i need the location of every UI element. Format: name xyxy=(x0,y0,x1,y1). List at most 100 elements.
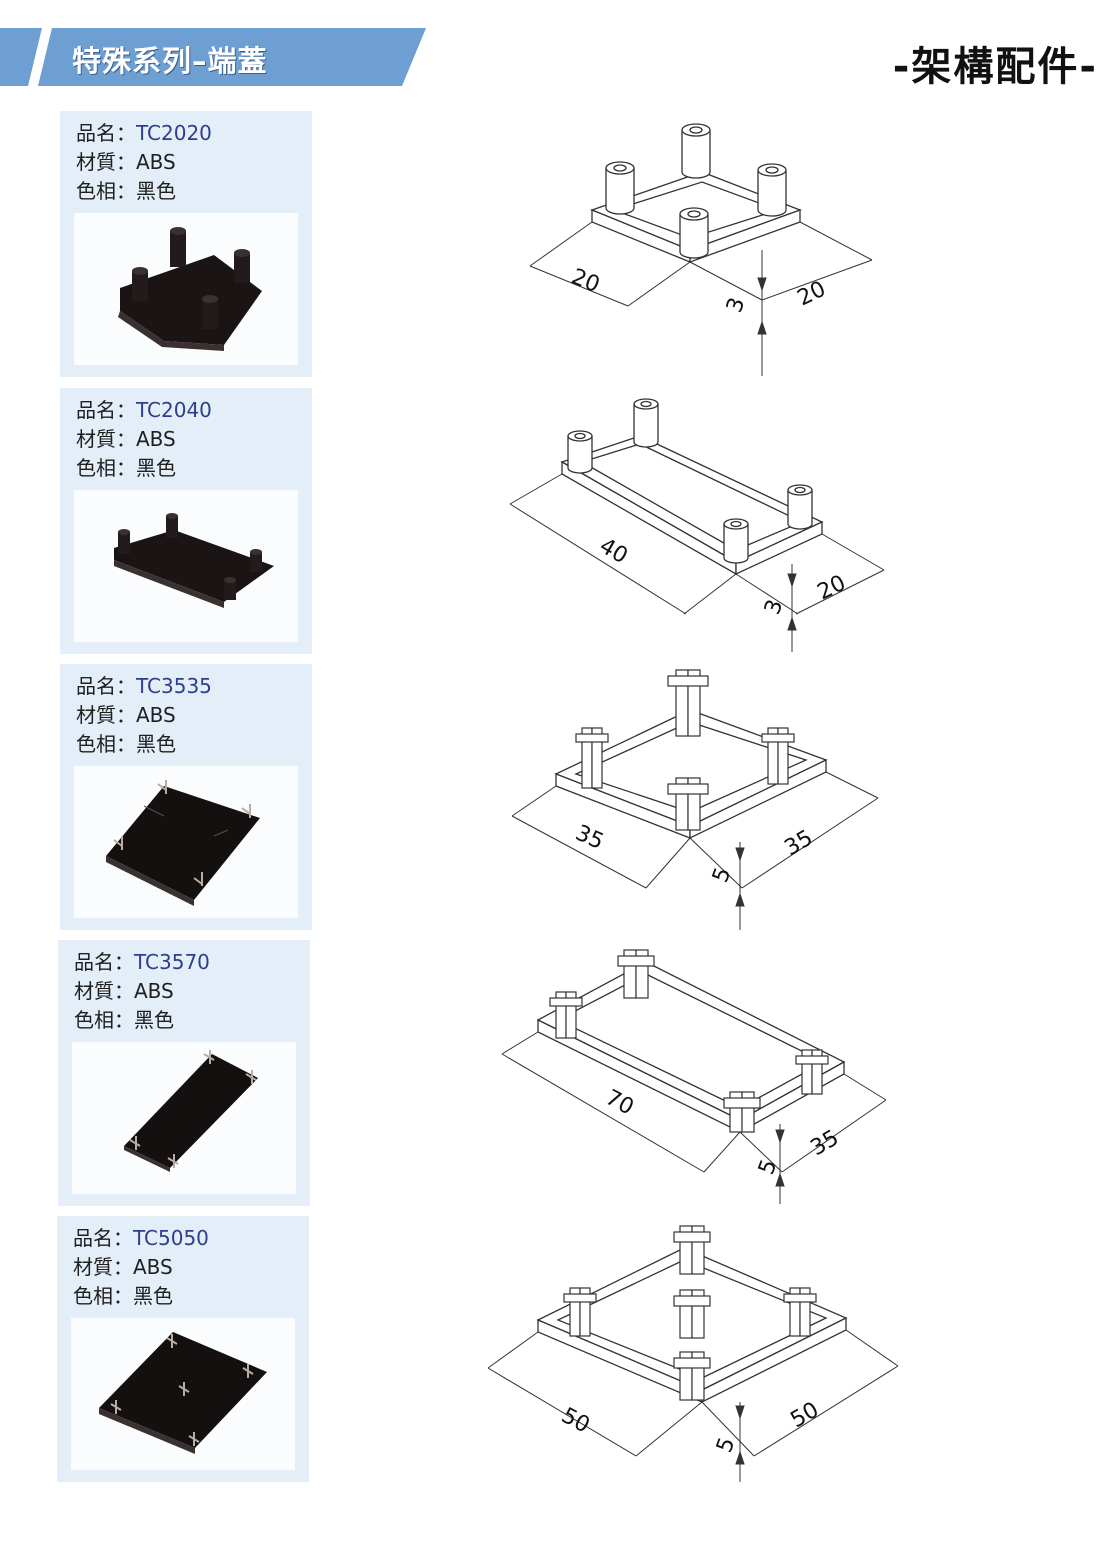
product-material: ABS xyxy=(134,979,174,1003)
label-color: 色相 xyxy=(76,732,116,756)
separator: ： xyxy=(116,456,136,480)
label-name: 品名 xyxy=(76,674,116,698)
series-banner: 特殊系列–端蓋 xyxy=(0,28,430,86)
product-material: ABS xyxy=(133,1255,173,1279)
product-card-tc2040: 品名：TC2040 材質：ABS 色相：黑色 xyxy=(60,388,312,654)
separator: ： xyxy=(116,398,136,422)
product-model: TC2040 xyxy=(136,398,212,422)
drawing-tc2040: 40 20 3 xyxy=(500,390,900,664)
label-name: 品名 xyxy=(76,121,116,145)
end-cap-photo-icon xyxy=(99,1332,267,1454)
separator: ： xyxy=(114,1008,134,1032)
product-photo xyxy=(72,1042,296,1194)
spec-name-row: 品名：TC3535 xyxy=(76,672,312,701)
separator: ： xyxy=(114,950,134,974)
product-photo xyxy=(74,213,298,365)
label-color: 色相 xyxy=(74,1008,114,1032)
product-model: TC3535 xyxy=(136,674,212,698)
product-photo xyxy=(74,490,298,642)
separator: ： xyxy=(113,1226,133,1250)
dim-length: 20 xyxy=(568,264,603,298)
end-cap-photo-icon xyxy=(124,1050,258,1172)
product-card-tc2020: 品名：TC2020 材質：ABS 色相：黑色 xyxy=(60,111,312,377)
spec-block: 品名：TC3535 材質：ABS 色相：黑色 xyxy=(60,664,312,760)
product-model: TC5050 xyxy=(133,1226,209,1250)
product-color: 黑色 xyxy=(136,179,176,203)
end-cap-photo-icon xyxy=(106,780,260,906)
product-photo xyxy=(74,766,298,918)
drawing-tc3535: 35 35 5 xyxy=(500,662,900,936)
label-name: 品名 xyxy=(76,398,116,422)
label-color: 色相 xyxy=(73,1284,113,1308)
spec-name-row: 品名：TC5050 xyxy=(73,1224,309,1253)
dim-width: 20 xyxy=(814,571,850,606)
dim-width: 35 xyxy=(807,1126,844,1162)
dim-length: 50 xyxy=(557,1403,593,1438)
spec-color-row: 色相：黑色 xyxy=(74,1006,310,1035)
dim-thickness: 5 xyxy=(708,864,736,886)
label-color: 色相 xyxy=(76,456,116,480)
product-color: 黑色 xyxy=(136,456,176,480)
product-color: 黑色 xyxy=(136,732,176,756)
spec-block: 品名：TC2020 材質：ABS 色相：黑色 xyxy=(60,111,312,207)
label-material: 材質 xyxy=(76,703,116,727)
spec-material-row: 材質：ABS xyxy=(76,701,312,730)
spec-material-row: 材質：ABS xyxy=(76,148,312,177)
dim-length: 40 xyxy=(595,534,632,570)
separator: ： xyxy=(116,703,136,727)
spec-color-row: 色相：黑色 xyxy=(76,454,312,483)
label-material: 材質 xyxy=(73,1255,113,1279)
end-cap-isometric-drawing: 50 50 5 xyxy=(487,1225,899,1482)
separator: ： xyxy=(114,979,134,1003)
end-cap-isometric-drawing: 35 35 5 xyxy=(511,669,879,930)
spec-block: 品名：TC3570 材質：ABS 色相：黑色 xyxy=(58,940,310,1036)
product-model: TC2020 xyxy=(136,121,212,145)
separator: ： xyxy=(116,179,136,203)
spec-name-row: 品名：TC2040 xyxy=(76,396,312,425)
label-material: 材質 xyxy=(76,427,116,451)
dim-width: 20 xyxy=(794,277,830,312)
label-material: 材質 xyxy=(76,150,116,174)
separator: ： xyxy=(116,427,136,451)
product-material: ABS xyxy=(136,427,176,451)
label-name: 品名 xyxy=(74,950,114,974)
end-cap-isometric-drawing: 70 35 5 xyxy=(501,949,887,1204)
spec-material-row: 材質：ABS xyxy=(76,425,312,454)
spec-material-row: 材質：ABS xyxy=(73,1253,309,1282)
spec-material-row: 材質：ABS xyxy=(74,977,310,1006)
section-label: -架構配件- xyxy=(892,44,1098,90)
spec-name-row: 品名：TC2020 xyxy=(76,119,312,148)
drawing-tc5050: 50 50 5 xyxy=(486,1222,906,1496)
spec-block: 品名：TC2040 材質：ABS 色相：黑色 xyxy=(60,388,312,484)
product-material: ABS xyxy=(136,703,176,727)
end-cap-isometric-drawing: 20 20 3 xyxy=(529,123,873,376)
separator: ： xyxy=(113,1284,133,1308)
spec-block: 品名：TC5050 材質：ABS 色相：黑色 xyxy=(57,1216,309,1312)
spec-color-row: 色相：黑色 xyxy=(76,177,312,206)
product-card-tc5050: 品名：TC5050 材質：ABS 色相：黑色 xyxy=(57,1216,309,1482)
separator: ： xyxy=(116,732,136,756)
spec-color-row: 色相：黑色 xyxy=(73,1282,309,1311)
drawing-tc2020: 20 20 3 xyxy=(510,110,890,384)
label-material: 材質 xyxy=(74,979,114,1003)
separator: ： xyxy=(113,1255,133,1279)
product-card-tc3535: 品名：TC3535 材質：ABS 色相：黑色 xyxy=(60,664,312,930)
product-model: TC3570 xyxy=(134,950,210,974)
product-card-tc3570: 品名：TC3570 材質：ABS 色相：黑色 xyxy=(58,940,310,1206)
label-name: 品名 xyxy=(73,1226,113,1250)
label-color: 色相 xyxy=(76,179,116,203)
separator: ： xyxy=(116,150,136,174)
product-material: ABS xyxy=(136,150,176,174)
dim-thickness: 3 xyxy=(722,294,750,316)
banner-shape-icon xyxy=(0,28,426,86)
product-color: 黑色 xyxy=(133,1284,173,1308)
end-cap-isometric-drawing: 40 20 3 xyxy=(509,398,885,652)
end-cap-photo-icon xyxy=(118,227,262,351)
end-cap-photo-icon xyxy=(114,513,274,608)
product-color: 黑色 xyxy=(134,1008,174,1032)
spec-name-row: 品名：TC3570 xyxy=(74,948,310,977)
product-photo xyxy=(71,1318,295,1470)
drawing-tc3570: 70 35 5 xyxy=(500,944,900,1218)
dim-thickness: 3 xyxy=(760,596,788,618)
series-title: 特殊系列–端蓋 xyxy=(72,44,268,78)
